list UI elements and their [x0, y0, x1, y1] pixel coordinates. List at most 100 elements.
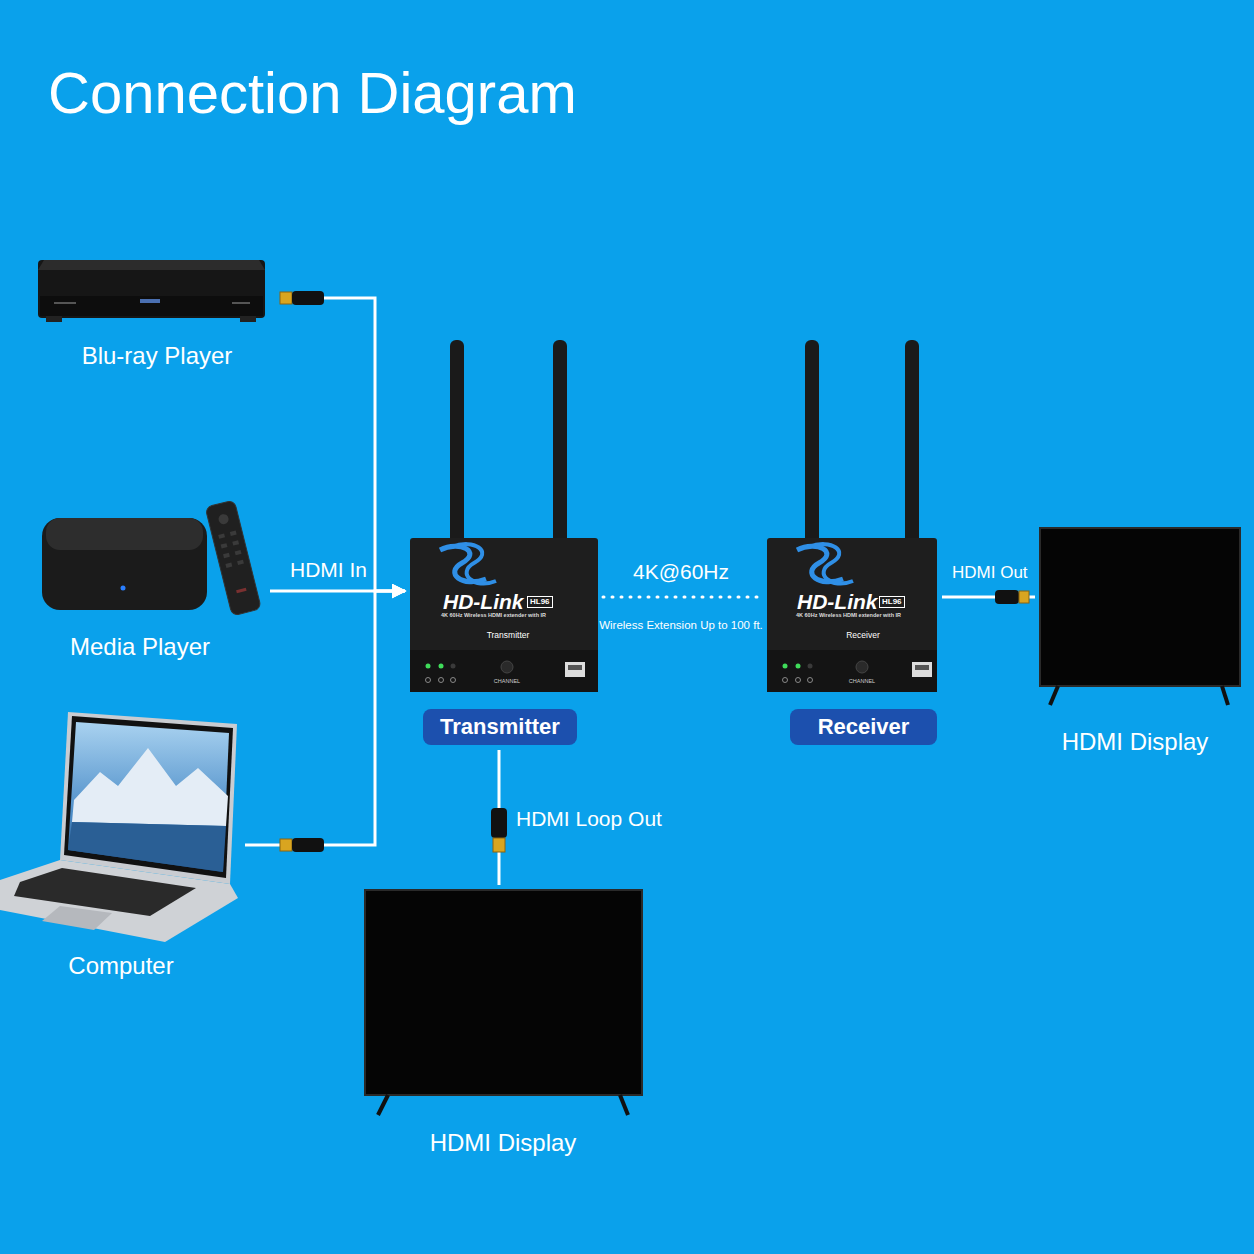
device-pill: Receiver — [790, 709, 937, 745]
transmitter-body — [410, 538, 598, 692]
laptop-screen — [68, 722, 229, 872]
remote-button — [218, 533, 225, 538]
receiver-front — [767, 650, 937, 692]
remote-button — [235, 550, 242, 555]
connector-label: HDMI Loop Out — [516, 806, 662, 831]
remote-button — [230, 531, 237, 536]
tv-leg — [1222, 686, 1228, 705]
led-icon — [783, 678, 788, 683]
tv-leg — [378, 1095, 388, 1115]
status-led — [796, 664, 801, 669]
device-caption: HDMI Display — [360, 1129, 646, 1158]
screen-mountains — [72, 748, 228, 826]
laptop-bezel — [64, 716, 233, 878]
receiver-body — [767, 538, 937, 692]
laptop-touchpad — [42, 906, 112, 930]
hdmi-plug-body — [292, 838, 324, 852]
laptop-keyboard — [14, 868, 196, 916]
media-box — [42, 518, 207, 610]
button-label: CHANNEL — [487, 678, 527, 685]
wireless-link — [603, 596, 762, 599]
status-led — [426, 664, 431, 669]
brand-logo — [797, 546, 843, 582]
antenna — [450, 340, 464, 545]
media-led — [121, 586, 126, 591]
usb-port — [912, 662, 932, 677]
usb-port-inner — [568, 665, 582, 670]
device-caption: Computer — [0, 952, 242, 981]
status-led — [808, 664, 813, 669]
remote-button — [237, 560, 244, 565]
connector-label: HDMI Out — [952, 563, 1028, 583]
device-label: Receiver — [820, 630, 906, 640]
bluray-logo — [140, 299, 160, 303]
model-badge: HL96 — [527, 596, 553, 608]
transmitter-front — [410, 650, 598, 692]
brand-name: HD-Link — [797, 589, 878, 614]
tv-screen — [365, 890, 642, 1095]
remote-logo — [236, 588, 246, 593]
hdmi-cable — [245, 591, 405, 845]
brand-name: HD-Link — [443, 589, 524, 614]
usb-port-inner — [915, 665, 929, 670]
brand-logo — [440, 546, 486, 582]
device-node: Blu-ray Player — [30, 250, 284, 375]
tv-leg — [1050, 686, 1058, 705]
brand-logo — [809, 544, 853, 583]
usb-port — [565, 662, 585, 677]
device-subtitle: 4K 60Hz Wireless HDMI extender with IR — [441, 612, 546, 619]
device-caption: Media Player — [30, 633, 250, 662]
remote-button — [223, 553, 230, 558]
bluray-front — [40, 296, 263, 316]
brand-logo — [452, 544, 496, 583]
remote-button — [218, 513, 230, 525]
status-led — [783, 664, 788, 669]
status-led — [439, 664, 444, 669]
remote-button — [221, 543, 228, 548]
laptop-base — [0, 860, 238, 942]
receiver-node: HD-LinkHL96 4K 60Hz Wireless HDMI extende… — [762, 335, 942, 750]
laptop-lid — [60, 712, 237, 884]
bluray-top — [38, 260, 265, 270]
hdmi-plug-body — [995, 590, 1019, 604]
hdmi-plug-tip — [280, 839, 292, 851]
connector-label: 4K@60Hz — [611, 559, 751, 584]
hdmi-plug-tip — [493, 838, 505, 852]
tv-leg — [620, 1095, 628, 1115]
bluray-foot — [240, 316, 256, 322]
channel-button — [501, 661, 513, 673]
bluray-slot — [54, 302, 76, 304]
device-node: Media Player — [30, 495, 270, 665]
transmitter-node: HD-LinkHL96 4K 60Hz Wireless HDMI extende… — [405, 335, 603, 750]
device-pill: Transmitter — [423, 709, 577, 745]
led-icon — [808, 678, 813, 683]
remote-button — [232, 540, 239, 545]
bluray-foot — [46, 316, 62, 322]
antenna — [553, 340, 567, 545]
hdmi-plug-body — [292, 291, 324, 305]
device-label: Transmitter — [465, 630, 551, 640]
hdmi-cable — [284, 298, 405, 591]
device-caption: HDMI Display — [1035, 728, 1235, 757]
led-icon — [426, 678, 431, 683]
led-icon — [439, 678, 444, 683]
bluray-body — [38, 260, 265, 318]
device-subtitle: 4K 60Hz Wireless HDMI extender with IR — [796, 612, 901, 619]
status-led — [451, 664, 456, 669]
led-icon — [796, 678, 801, 683]
display-node: HDMI Display — [360, 885, 647, 1160]
remote-body — [205, 500, 261, 616]
device-node: Computer — [0, 705, 245, 985]
display-node: HDMI Display — [1035, 525, 1245, 760]
bluray-display — [232, 302, 250, 304]
model-badge: HL96 — [879, 596, 905, 608]
channel-button — [856, 661, 868, 673]
hdmi-plug-tip — [1019, 591, 1029, 603]
hdmi-plug-body — [491, 808, 507, 838]
range-note: Wireless Extension Up to 100 ft. — [581, 619, 781, 633]
antenna — [905, 340, 919, 545]
button-label: CHANNEL — [842, 678, 882, 685]
diagram-title: Connection Diagram — [48, 58, 577, 128]
led-icon — [451, 678, 456, 683]
